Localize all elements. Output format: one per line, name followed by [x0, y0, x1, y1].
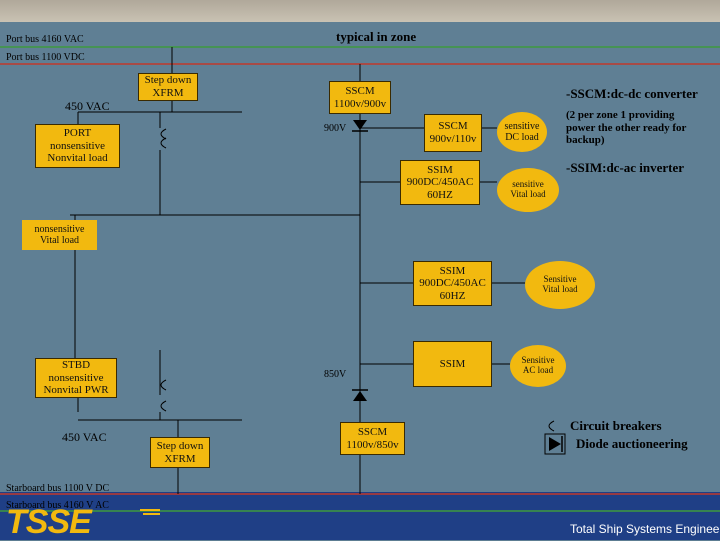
bottom-450vac-label: 450 VAC [62, 430, 107, 444]
sscm-900v-110v: SSCM 900v/110v [424, 114, 482, 152]
sscm-1100v-850v: SSCM 1100v/850v [340, 422, 405, 455]
footer-band [0, 492, 720, 540]
stbd-nonsensitive-pwr: STBD nonsensitive Nonvital PWR [35, 358, 117, 398]
sscm-1100v-900v: SSCM 1100v/900v [329, 81, 391, 114]
900v-label: 900V [324, 123, 347, 134]
port-ac-bus-label: Port bus 4160 VAC [6, 34, 84, 45]
ssim-900dc-450ac-2: SSIM 900DC/450AC 60HZ [413, 261, 492, 306]
sensitive-vital-load-1: sensitive Vital load [497, 168, 559, 212]
ssim-900dc-450ac-1: SSIM 900DC/450AC 60HZ [400, 160, 480, 205]
nonsensitive-vital-load: nonsensitive Vital load [22, 220, 97, 250]
footer-text: Total Ship Systems Enginee [570, 522, 720, 536]
legend-circuit-breakers: Circuit breakers [570, 418, 662, 433]
note-sscm: -SSCM:dc-dc converter [566, 86, 698, 101]
top-450vac-label: 450 VAC [65, 99, 110, 113]
port-dc-bus-label: Port bus 1100 VDC [6, 52, 85, 63]
stbd-ac-bus-label: Starboard bus 4160 V AC [6, 500, 109, 511]
sensitive-ac-load: Sensitive AC load [510, 345, 566, 387]
diode-legend-icon [549, 437, 561, 451]
850v-label: 850V [324, 369, 347, 380]
step-down-xfrm-top: Step down XFRM [138, 73, 198, 101]
port-nonsensitive-load: PORT nonsensitive Nonvital load [35, 124, 120, 168]
header-band [0, 0, 720, 22]
note-ssim: -SSIM:dc-ac inverter [566, 160, 685, 175]
diode-bottom-icon [353, 391, 367, 401]
sensitive-dc-load: sensitive DC load [497, 112, 547, 152]
tsse-logo: TSSE [6, 503, 92, 541]
sensitive-vital-load-2: Sensitive Vital load [525, 261, 595, 309]
step-down-xfrm-bottom: Step down XFRM [150, 437, 210, 468]
stbd-dc-bus-label: Starboard bus 1100 V DC [6, 483, 110, 494]
diode-top-icon [353, 120, 367, 130]
legend-diode-auctioneering: Diode auctioneering [576, 436, 688, 451]
ssim-3: SSIM [413, 341, 492, 387]
note-zone: (2 per zone 1 providing power the other … [566, 109, 687, 147]
logo-stripes [140, 509, 160, 515]
diagram-title: typical in zone [336, 29, 417, 44]
